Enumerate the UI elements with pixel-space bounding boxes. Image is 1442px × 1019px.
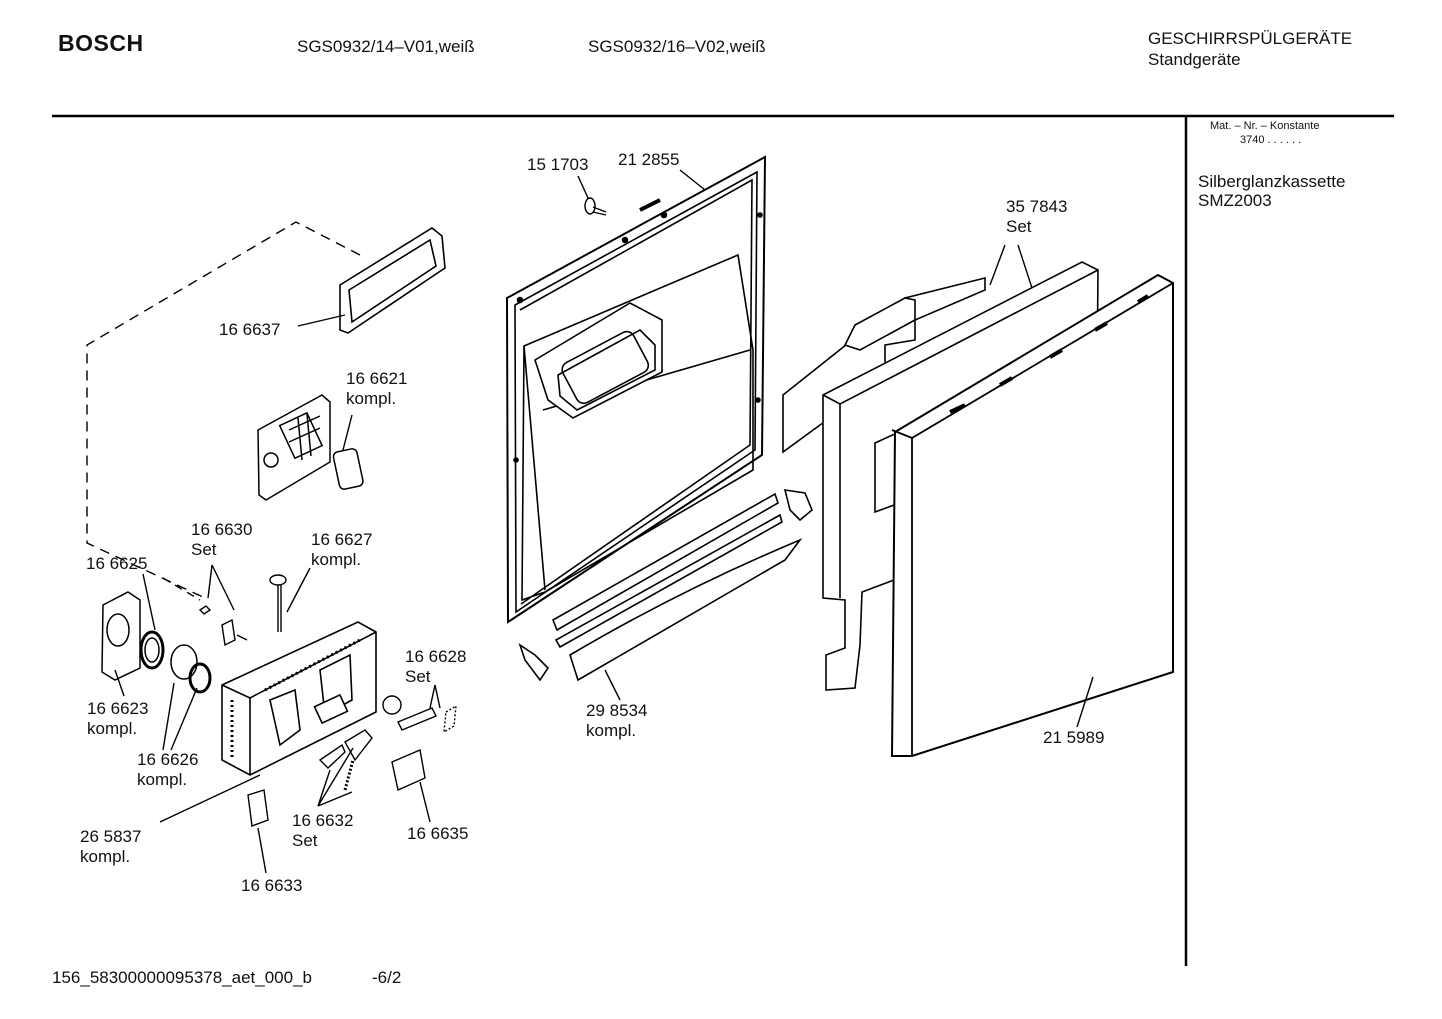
model-number-2: SGS0932/16–V02,weiß <box>588 37 766 56</box>
leader-lines <box>114 169 1094 874</box>
accessory-code: SMZ2003 <box>1198 191 1272 210</box>
page-number: -6/2 <box>372 968 402 987</box>
model-number-1: SGS0932/14–V01,weiß <box>297 37 475 56</box>
part-label-166635: 16 6635 <box>407 824 469 843</box>
category-subtitle: Standgeräte <box>1148 50 1241 69</box>
dispenser-housing <box>221 621 377 776</box>
assembly-path-line-2 <box>162 577 201 601</box>
dispenser-lid <box>101 591 212 694</box>
brand-logo: BOSCH <box>58 30 144 56</box>
material-number-value: 3740 . . . . . . <box>1240 134 1302 146</box>
dispenser-seal <box>339 227 446 334</box>
screw-part <box>584 197 607 216</box>
part-label-215989: 21 5989 <box>1043 728 1105 747</box>
category-title: GESCHIRRSPÜLGERÄTE <box>1148 29 1353 48</box>
accessory-name: Silberglanzkassette <box>1198 172 1346 191</box>
document-id: 156_58300000095378_aet_000_b <box>52 968 312 987</box>
part-label-151703: 15 1703 <box>527 155 589 174</box>
front-door-panel <box>890 273 1174 757</box>
inner-door-panel <box>505 155 767 624</box>
assembly-path-line <box>86 221 361 599</box>
part-label-166637: 16 6637 <box>219 320 281 339</box>
dispenser-cover <box>257 394 364 501</box>
bottom-rail <box>518 489 813 682</box>
small-components <box>247 695 457 827</box>
part-label-166633: 16 6633 <box>241 876 303 895</box>
spring-and-pin <box>198 574 287 647</box>
part-label-212855: 21 2855 <box>618 150 680 169</box>
material-number-label: Mat. – Nr. – Konstante <box>1210 120 1320 132</box>
part-label-166625: 16 6625 <box>86 554 148 573</box>
